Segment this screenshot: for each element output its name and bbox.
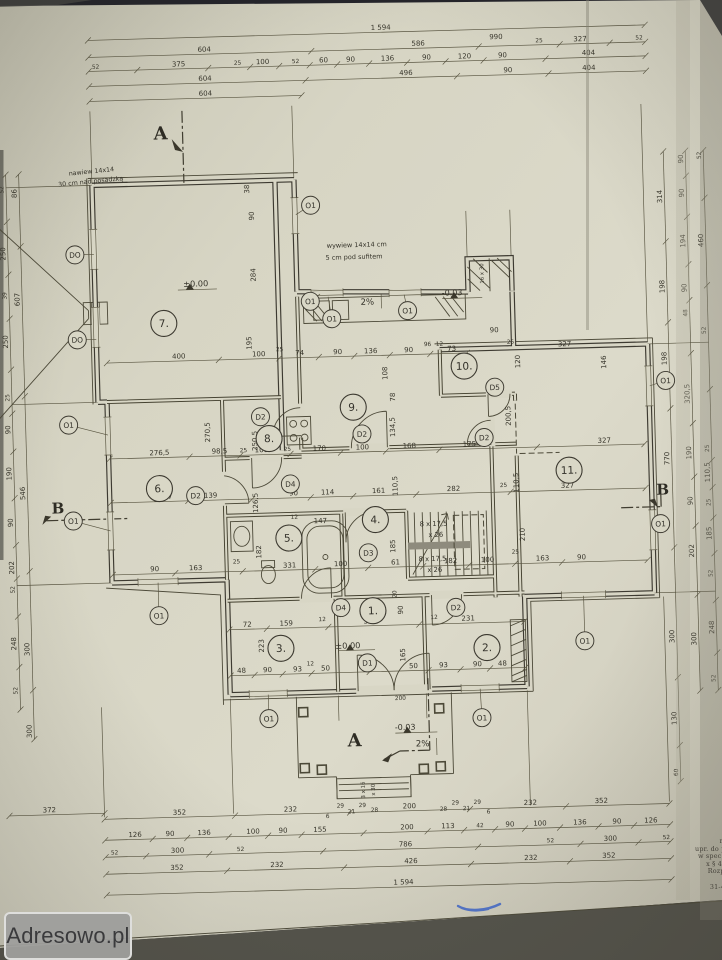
signature-line: mgr inż.	[608, 837, 722, 846]
signature-line: ul.	[608, 891, 722, 899]
signature-line: Rozp. MOTi	[707, 867, 722, 876]
architect-signature-block: mgr inż.upr. do proj. i kw spec. arch. i…	[608, 837, 722, 899]
pen-mark	[456, 902, 502, 912]
signature-line: w spec. arch. i	[698, 852, 722, 861]
signature-line: Nr	[608, 876, 722, 884]
signature-line: x § 4 ust. 1 i	[706, 859, 722, 868]
signature-line: 31-457 Kra	[709, 882, 722, 891]
watermark-badge: Adresowo.pl	[4, 912, 132, 960]
signature-line: upr. do proj. i k	[695, 844, 722, 853]
watermark-label: Adresowo.pl	[6, 923, 130, 948]
